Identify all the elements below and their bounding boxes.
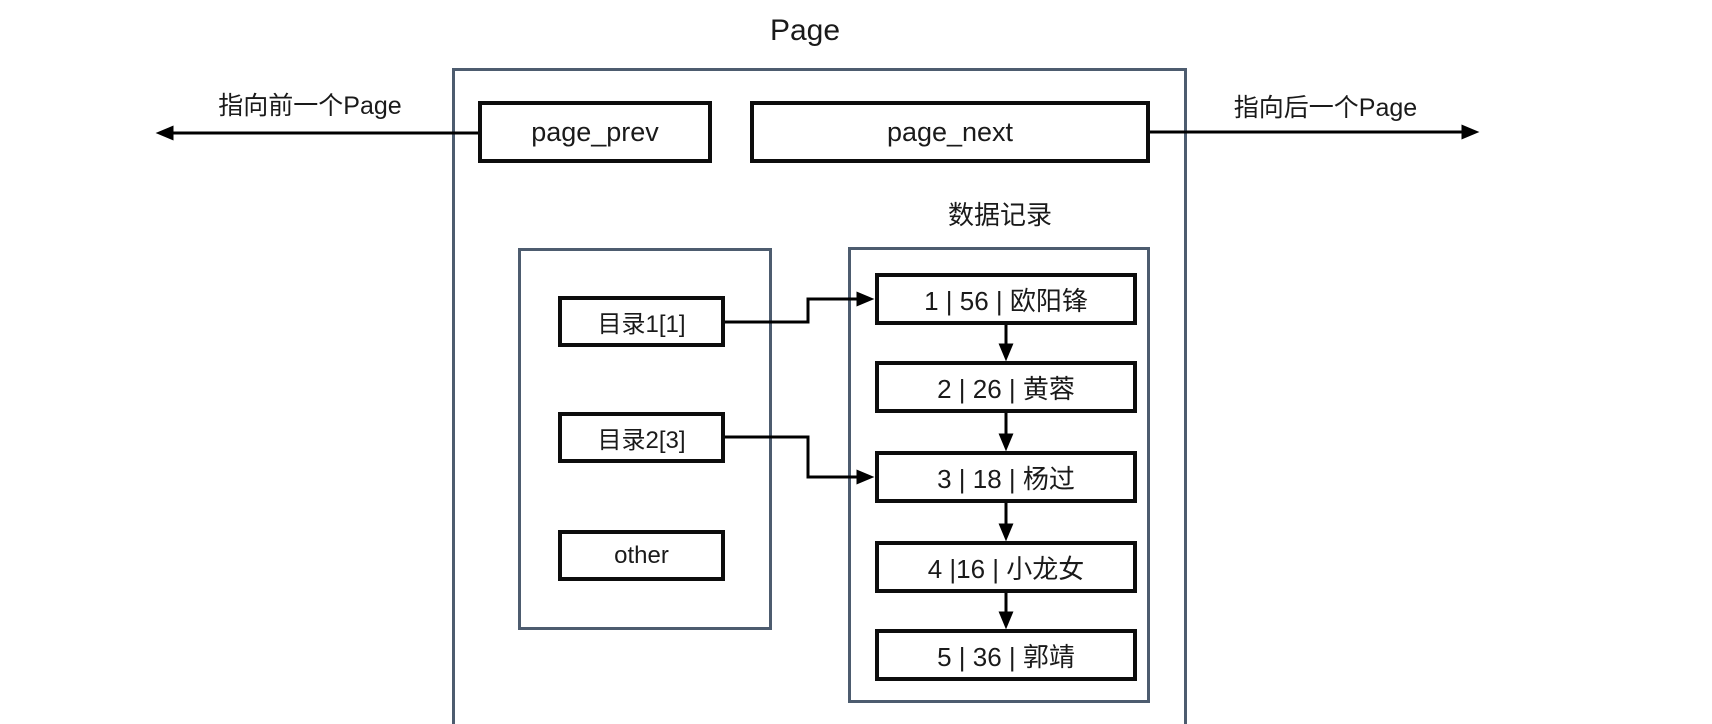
directory-entry-other: other (558, 530, 725, 581)
record-row-1: 1 | 56 | 欧阳锋 (875, 273, 1137, 325)
page-next-box: page_next (750, 101, 1150, 163)
page-outer-box (452, 68, 1187, 724)
directory-entry-2: 目录2[3] (558, 412, 725, 463)
directory-entry-1: 目录1[1] (558, 296, 725, 347)
next-page-arrow-label: 指向后一个Page (1233, 94, 1418, 122)
record-row-4: 4 |16 | 小龙女 (875, 541, 1137, 593)
records-section-title: 数据记录 (947, 199, 1052, 230)
record-row-5: 5 | 36 | 郭靖 (875, 629, 1137, 681)
record-row-3: 3 | 18 | 杨过 (875, 451, 1137, 503)
record-row-2: 2 | 26 | 黄蓉 (875, 361, 1137, 413)
page-title: Page (769, 14, 841, 47)
page-prev-box: page_prev (478, 101, 712, 163)
prev-page-arrow-label: 指向前一个Page (218, 92, 402, 120)
